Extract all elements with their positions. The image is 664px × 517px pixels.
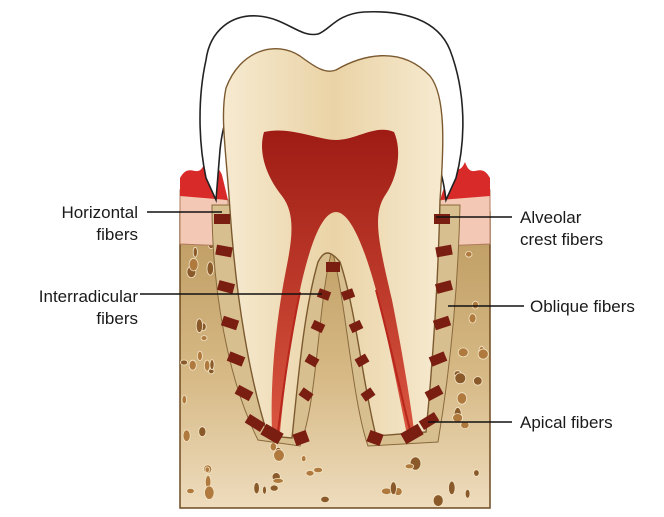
label-oblique-line1: Oblique fibers xyxy=(530,296,662,318)
bone-pore xyxy=(210,360,214,370)
bone-pore xyxy=(197,351,202,360)
label-interradicular-line2: fibers xyxy=(4,308,138,330)
bone-pore xyxy=(433,495,443,507)
label-interradicular-line1: Interradicular xyxy=(4,286,138,308)
bone-pore xyxy=(321,496,330,502)
bone-pore xyxy=(449,481,456,495)
label-horizontal-line1: Horizontal xyxy=(14,202,138,224)
bone-pore xyxy=(201,336,207,341)
bone-pore xyxy=(182,395,187,404)
fiber-bundle xyxy=(326,262,340,272)
bone-pore xyxy=(314,467,323,472)
bone-pore xyxy=(457,393,467,404)
bone-pore xyxy=(254,482,260,494)
label-apical-line1: Apical fibers xyxy=(520,412,652,434)
bone-pore xyxy=(270,485,278,491)
bone-pore xyxy=(301,456,306,462)
bone-pore xyxy=(187,488,195,493)
bone-pore xyxy=(469,314,476,323)
bone-pore xyxy=(474,377,483,386)
label-alveolar-crest-fibers: Alveolar crest fibers xyxy=(520,207,660,251)
bone-pore xyxy=(474,470,480,477)
bone-pore xyxy=(199,427,206,437)
label-interradicular-fibers: Interradicular fibers xyxy=(4,286,138,330)
bone-pore xyxy=(274,450,285,462)
bone-pore xyxy=(189,360,196,370)
bone-pore xyxy=(453,414,463,423)
label-alveolar-line2: crest fibers xyxy=(520,229,660,251)
bone-pore xyxy=(478,349,488,359)
bone-pore xyxy=(465,489,470,498)
bone-pore xyxy=(306,470,314,476)
bone-pore xyxy=(390,482,396,495)
label-apical-fibers: Apical fibers xyxy=(520,412,652,434)
bone-pore xyxy=(458,348,468,357)
fiber-bundle xyxy=(214,214,230,224)
bone-pore xyxy=(273,478,284,483)
label-horizontal-fibers: Horizontal fibers xyxy=(14,202,138,246)
bone-pore xyxy=(183,430,190,442)
bone-pore xyxy=(405,464,414,469)
bone-pore xyxy=(196,319,202,333)
bone-pore xyxy=(270,443,276,451)
label-horizontal-line2: fibers xyxy=(14,224,138,246)
bone-pore xyxy=(472,301,478,309)
bone-pore xyxy=(205,486,215,499)
label-alveolar-line1: Alveolar xyxy=(520,207,660,229)
bone-pore xyxy=(455,373,466,384)
bone-pore xyxy=(263,486,267,494)
fiber-bundle xyxy=(434,214,450,224)
bone-pore xyxy=(466,251,472,257)
label-oblique-fibers: Oblique fibers xyxy=(530,296,662,318)
bone-pore xyxy=(205,467,210,473)
bone-pore xyxy=(189,258,198,271)
bone-pore xyxy=(180,360,187,365)
bone-pore xyxy=(207,262,214,275)
bone-pore xyxy=(193,247,197,257)
